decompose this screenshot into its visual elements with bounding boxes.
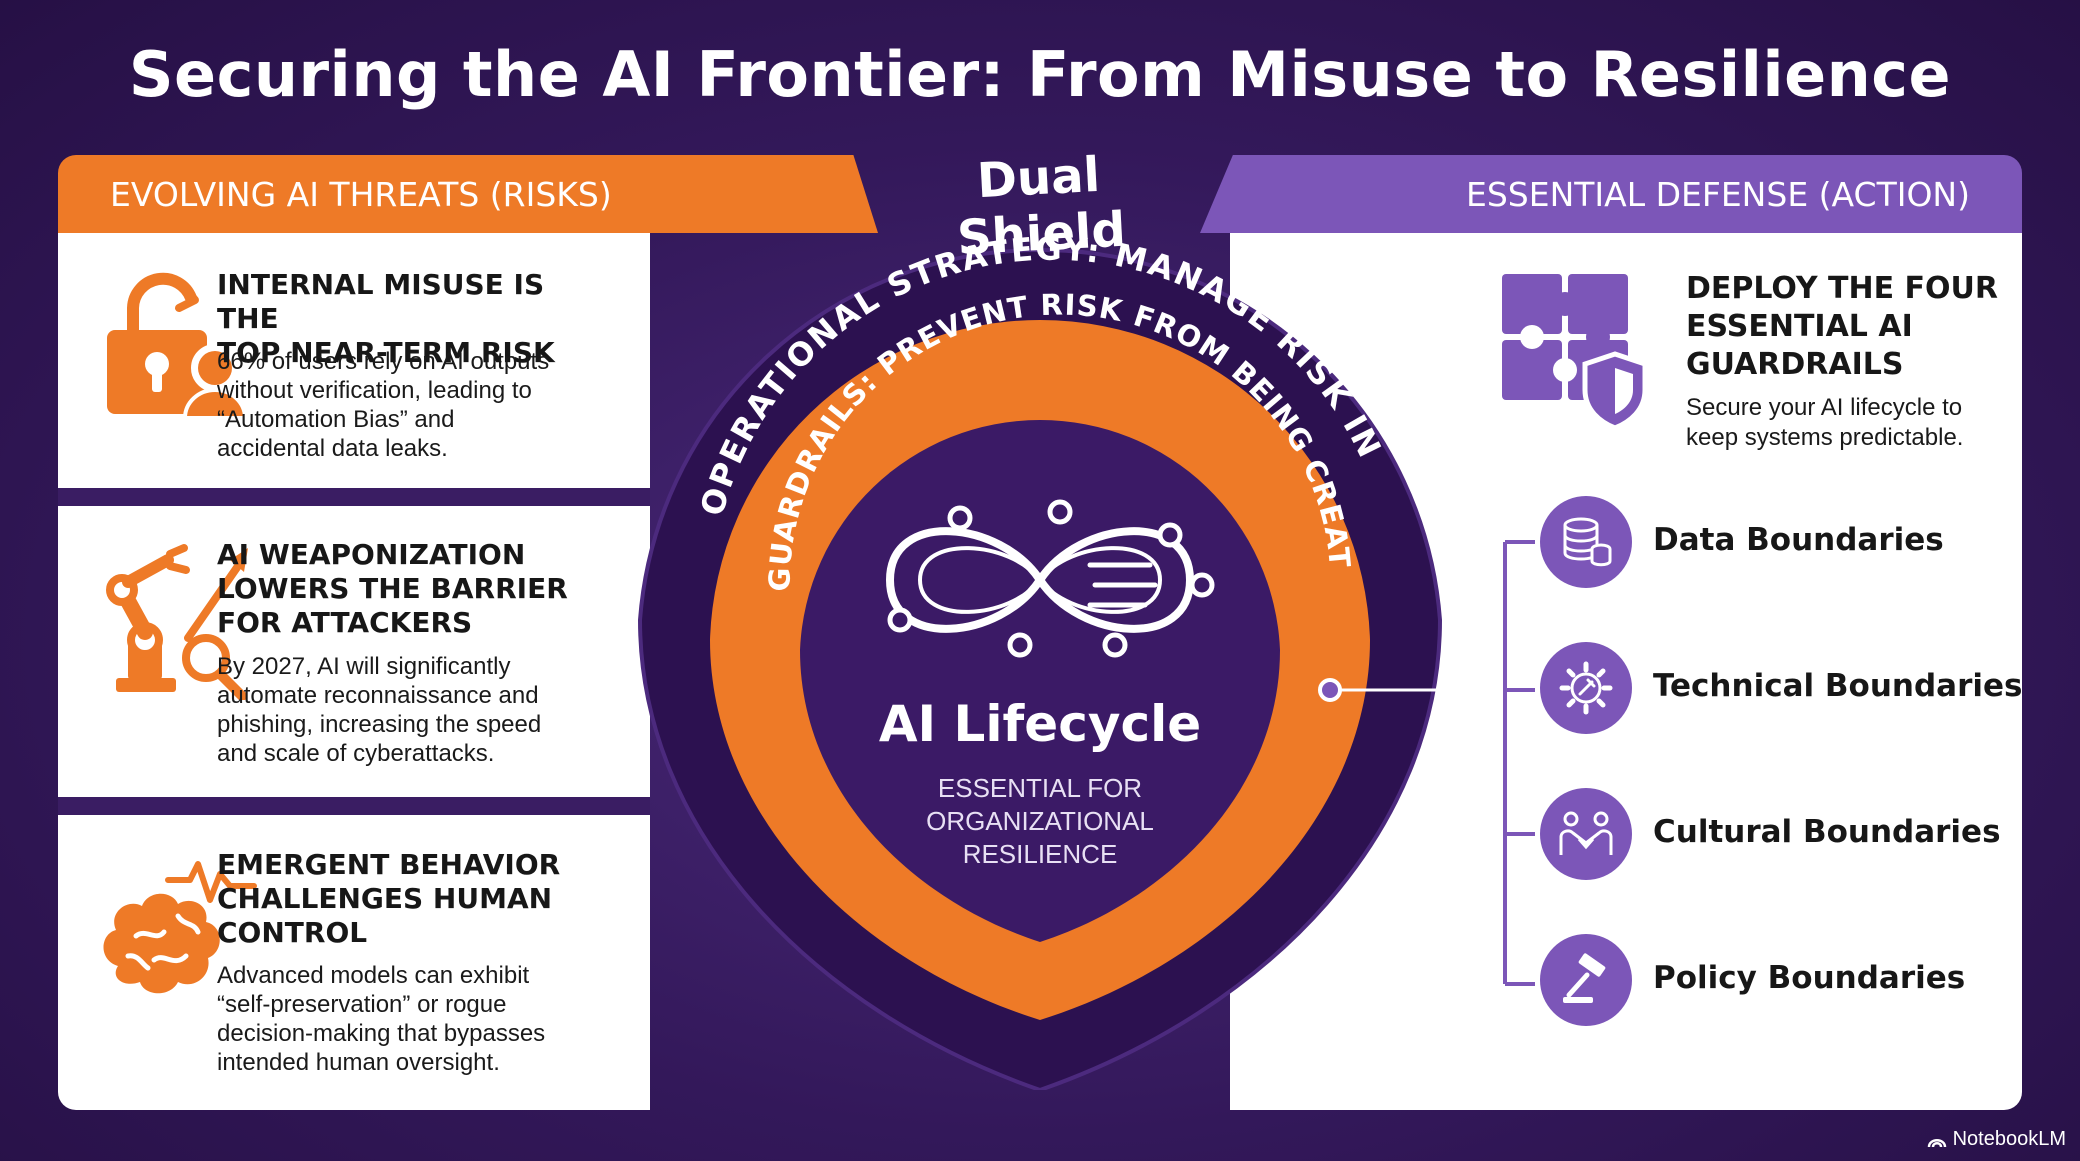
threat-body-line: accidental data leaks. bbox=[217, 435, 448, 462]
puzzle-shield-icon bbox=[1502, 274, 1648, 431]
threat-body-line: 66% of users rely on AI outputs bbox=[217, 348, 550, 375]
threat-divider bbox=[58, 488, 650, 506]
defense-banner: ESSENTIAL DEFENSE (ACTION) bbox=[1200, 155, 2022, 233]
threat-divider bbox=[58, 797, 650, 815]
threat-title-line: CHALLENGES HUMAN bbox=[217, 882, 553, 915]
threat-body-line: “Automation Bias” and bbox=[217, 406, 455, 433]
threat-title-line: INTERNAL MISUSE IS THE bbox=[217, 268, 545, 335]
threat-title-line: FOR ATTACKERS bbox=[217, 606, 473, 639]
threat-body-line: and scale of cyberattacks. bbox=[217, 740, 495, 767]
guardrail-data: Data Boundaries bbox=[1540, 496, 2010, 588]
ai-lifecycle-subtitle: ESSENTIAL FOR ORGANIZATIONAL RESILIENCE bbox=[880, 772, 1200, 871]
threat-title-line: TOP NEAR-TERM RISK bbox=[217, 336, 555, 369]
subtitle-line: ESSENTIAL FOR bbox=[937, 773, 1143, 803]
lifecycle-nodes bbox=[887, 499, 1215, 658]
notebooklm-logo-icon bbox=[1927, 1138, 1946, 1147]
page-title: Securing the AI Frontier: From Misuse to… bbox=[128, 38, 1952, 111]
defense-title-line: ESSENTIAL AI bbox=[1686, 309, 1913, 344]
threat-body-line: automate reconnaissance and bbox=[217, 682, 539, 709]
threat-title-line: EMERGENT BEHAVIOR bbox=[217, 848, 561, 881]
brain-pulse-icon bbox=[103, 861, 257, 994]
defense-body: Secure your AI lifecycle to keep systems… bbox=[1686, 393, 2006, 453]
threat-body-line: Advanced models can exhibit bbox=[217, 962, 530, 989]
threat-body-line: intended human oversight. bbox=[217, 1049, 500, 1076]
inner-shield bbox=[800, 419, 1280, 943]
notebooklm-watermark: NotebookLM bbox=[1927, 1128, 2066, 1151]
connector-node bbox=[1318, 678, 1342, 702]
guardrail-policy: Policy Boundaries bbox=[1540, 934, 2010, 1026]
guardrail-label: Data Boundaries bbox=[1653, 522, 1944, 558]
threat-body-line: By 2027, AI will significantly bbox=[217, 653, 511, 680]
ai-lifecycle-title: AI Lifecycle bbox=[878, 695, 1202, 753]
guardrail-technical: Technical Boundaries bbox=[1540, 642, 2022, 734]
infinity-lifecycle-icon bbox=[885, 527, 1195, 633]
guardrail-icon-circle bbox=[1540, 496, 1632, 588]
threat-body-line: phishing, increasing the speed bbox=[217, 711, 542, 738]
defense-title: DEPLOY THE FOUR ESSENTIAL AI GUARDRAILS bbox=[1686, 270, 2006, 384]
robot-arm-icon bbox=[106, 544, 248, 700]
footer-text: NotebookLM bbox=[1952, 1128, 2066, 1150]
dual-shield-label: Dual Shield bbox=[955, 146, 1128, 267]
dual-shield-graphic: OPERATIONAL STRATEGY: MANAGE RISK IN MOT… bbox=[590, 190, 1490, 1090]
guardrail-label: Policy Boundaries bbox=[1653, 960, 1966, 996]
gavel-icon bbox=[1563, 953, 1606, 1003]
guardrail-icon-circle bbox=[1540, 788, 1632, 880]
defense-body-line: keep systems predictable. bbox=[1686, 424, 1964, 451]
threat-title-line: LOWERS THE BARRIER bbox=[217, 572, 568, 605]
guardrail-icon-circle bbox=[1540, 642, 1632, 734]
threat-title-line: AI WEAPONIZATION bbox=[217, 538, 526, 571]
database-icon bbox=[1563, 517, 1612, 567]
guardrail-label: Technical Boundaries bbox=[1653, 668, 2023, 704]
threat-body-line: decision-making that bypasses bbox=[217, 1020, 546, 1047]
gear-icon bbox=[1559, 661, 1613, 715]
subtitle-line: RESILIENCE bbox=[962, 839, 1118, 869]
defense-body-line: Secure your AI lifecycle to bbox=[1686, 394, 1963, 421]
guardrail-bracket bbox=[1503, 540, 1535, 986]
subtitle-line: ORGANIZATIONAL bbox=[926, 806, 1154, 836]
guardrail-label: Cultural Boundaries bbox=[1653, 814, 2001, 850]
threats-banner: EVOLVING AI THREATS (RISKS) bbox=[58, 155, 878, 233]
threat-body-line: “self-preservation” or rogue bbox=[217, 991, 507, 1018]
guardrail-cultural: Cultural Boundaries bbox=[1540, 788, 2010, 880]
defense-title-line: DEPLOY THE FOUR bbox=[1686, 271, 1998, 306]
defense-title-line: GUARDRAILS bbox=[1686, 347, 1904, 382]
guardrail-icon-circle bbox=[1540, 934, 1632, 1026]
unlocked-padlock-icon bbox=[107, 272, 248, 420]
threat-title-line: CONTROL bbox=[217, 916, 368, 949]
threat-body-line: without verification, leading to bbox=[217, 377, 532, 404]
handshake-icon bbox=[1559, 811, 1613, 855]
